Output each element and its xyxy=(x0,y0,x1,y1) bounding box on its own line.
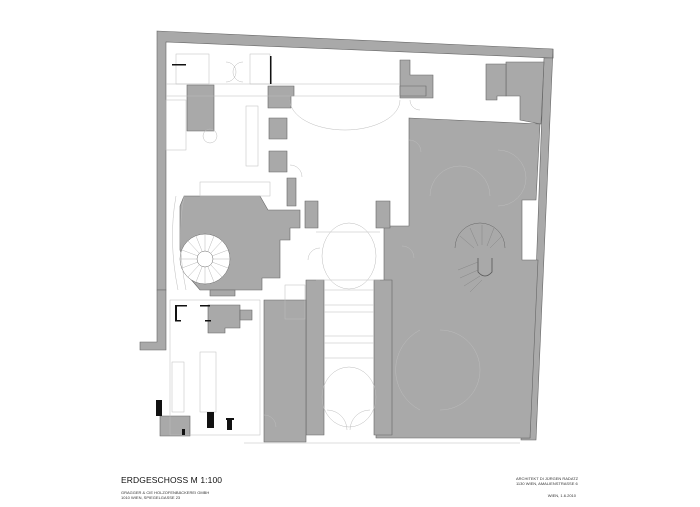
spiral-stair-west xyxy=(179,233,231,285)
black-elements xyxy=(156,56,272,435)
thin-lines xyxy=(165,53,527,444)
east-wing-mass xyxy=(375,59,545,439)
title-block: ERDGESCHOSS M 1:100 GRAGGER & CIE HOLZOF… xyxy=(121,475,222,500)
spiral-stair-east xyxy=(454,222,506,293)
kitchen-block xyxy=(186,84,215,132)
drawing-title: ERDGESCHOSS M 1:100 xyxy=(121,475,223,485)
architect-name: ARCHITEKT DI JÜRGEN RADATZ xyxy=(516,476,579,481)
architect-block: ARCHITEKT DI JÜRGEN RADATZ 1130 WIEN, AM… xyxy=(516,476,579,498)
central-walls xyxy=(263,85,427,443)
south-west-walls xyxy=(159,304,253,437)
architect-address: 1130 WIEN, AMALIENSTRASSE 6 xyxy=(516,481,578,486)
client-info: GRAGGER & CIE HOLZOFENBÄCKEREI GMBH 1010… xyxy=(121,490,222,500)
client-name: GRAGGER & CIE HOLZOFENBÄCKEREI GMBH xyxy=(121,490,210,495)
drawing-date: WIEN, 1.6.2010 xyxy=(547,493,576,498)
client-address: 1010 WIEN, SPIEGELGASSE 23 xyxy=(121,495,181,500)
